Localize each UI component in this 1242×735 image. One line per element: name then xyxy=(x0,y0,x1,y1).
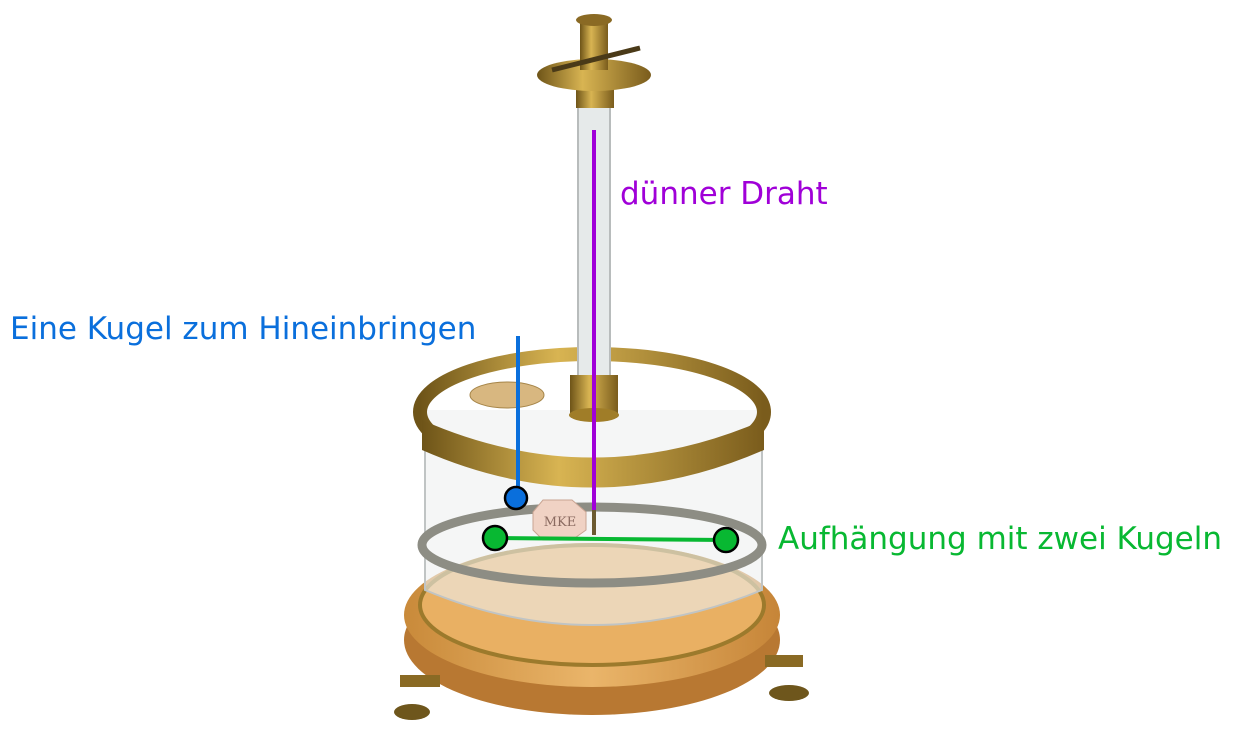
suspension-ball-left xyxy=(481,524,509,552)
feet xyxy=(394,655,809,720)
mke-plate: MKE xyxy=(532,499,587,541)
suspension-ball-right xyxy=(712,526,740,554)
plate-text: MKE xyxy=(544,515,577,530)
insert-ball-marker xyxy=(503,485,529,511)
suspension-bar xyxy=(494,536,727,542)
wire-label: dünner Draht xyxy=(620,176,828,212)
ball-insert-label: Eine Kugel zum Hineinbringen xyxy=(10,311,477,347)
suspension-label: Aufhängung mit zwei Kugeln xyxy=(778,521,1222,557)
